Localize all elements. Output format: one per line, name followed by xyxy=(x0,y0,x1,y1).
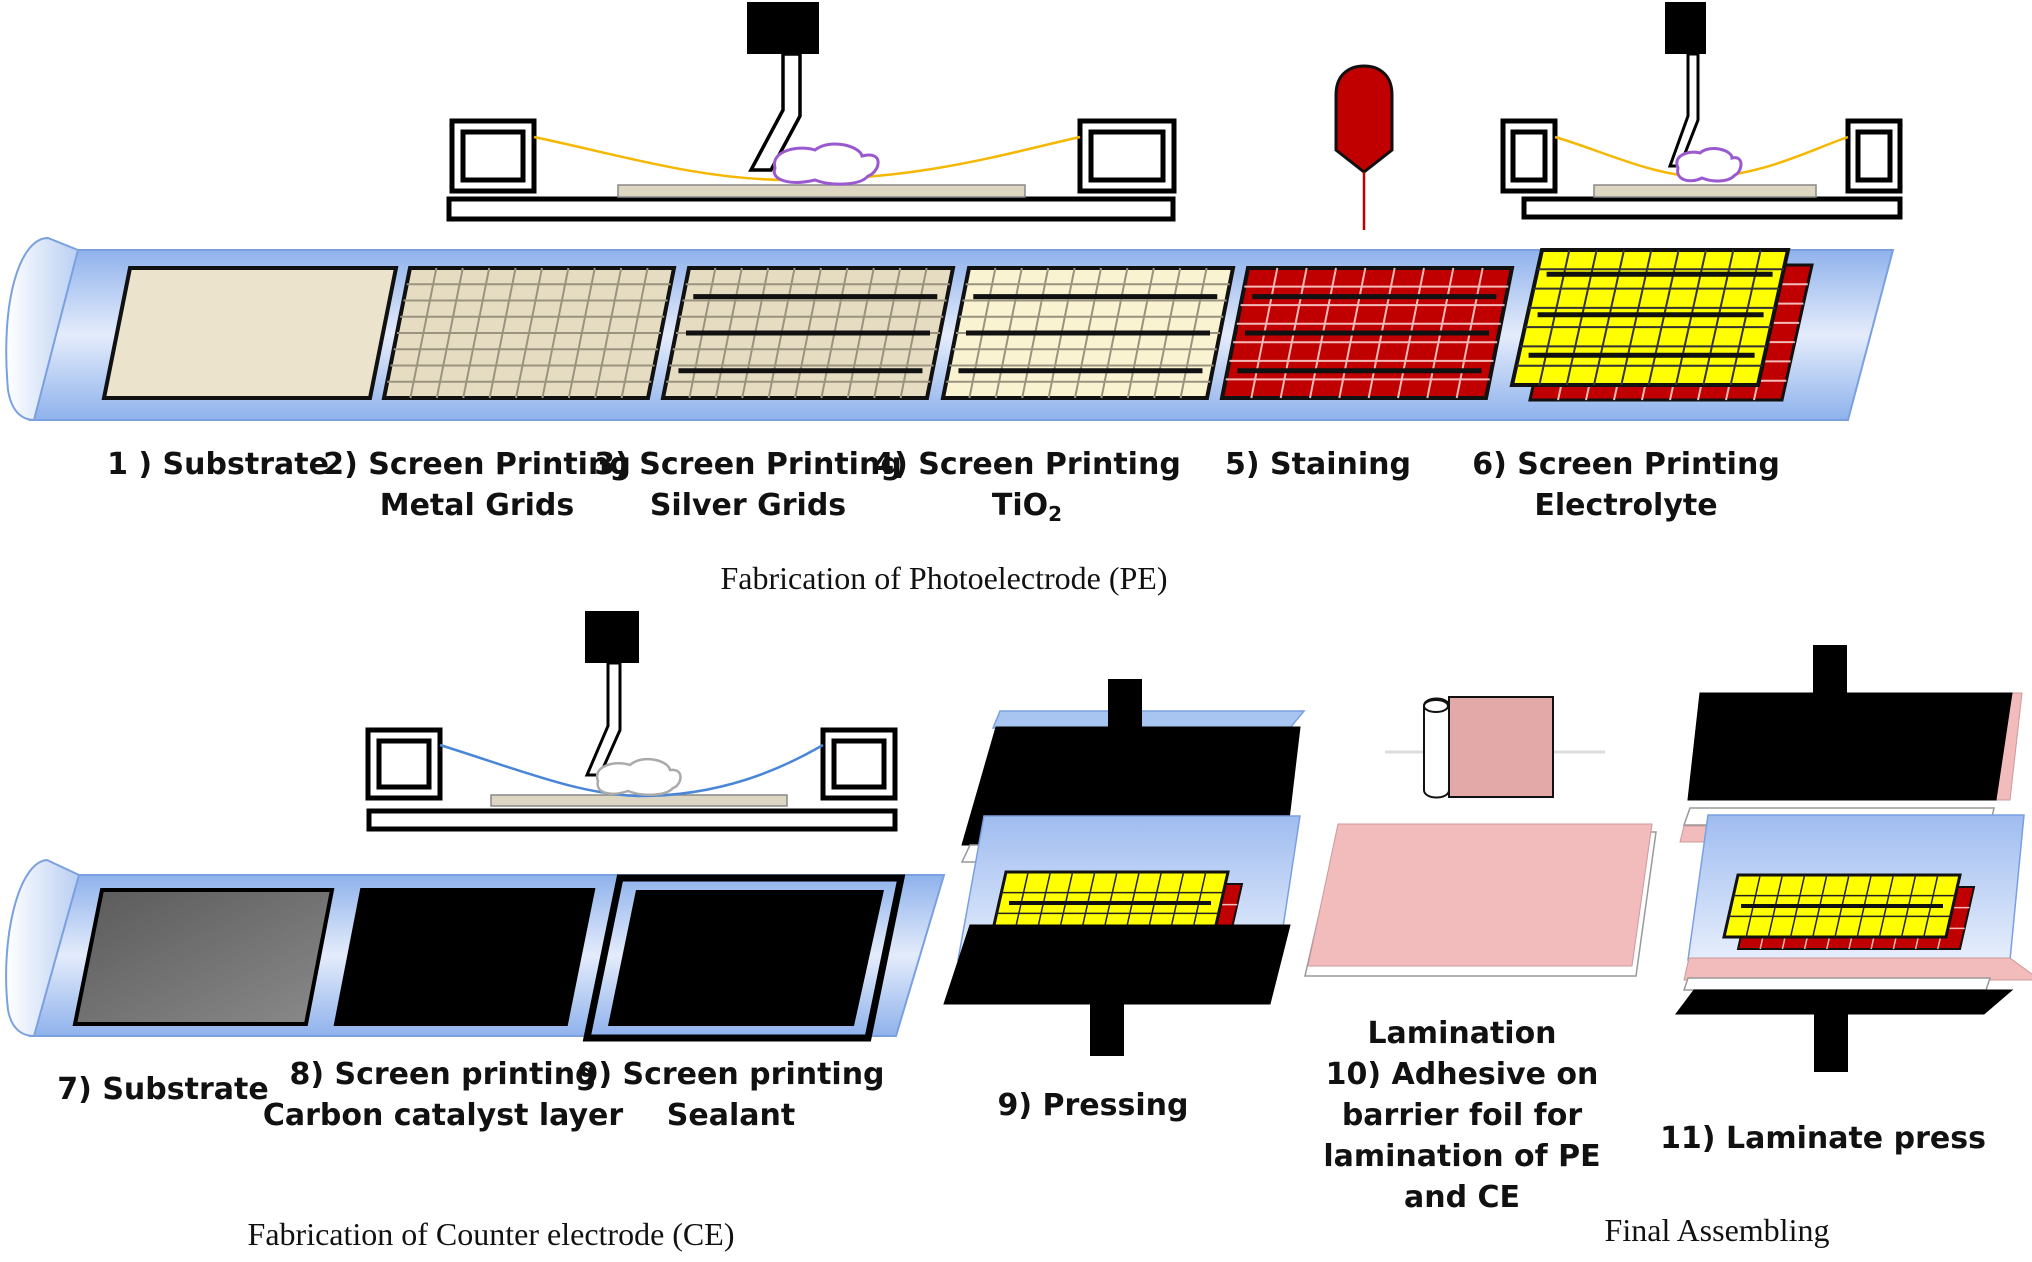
lamination-label: Lamination 10) Adhesive on barrier foil … xyxy=(1323,1016,1601,1215)
laminate-bottom-foil xyxy=(1683,957,2032,981)
press-top-blue-sheet xyxy=(991,710,1306,729)
ce-caption: Fabrication of Counter electrode (CE) xyxy=(247,1216,735,1252)
pressing-label: 9) Pressing xyxy=(997,1088,1189,1123)
pe-step-label-5: 5) Staining xyxy=(1225,447,1411,482)
press-bottom-ram xyxy=(1090,1004,1124,1056)
screen-printer-electrolyte xyxy=(1500,2,1903,220)
laminate-press-label: 11) Laminate press xyxy=(1660,1121,1986,1156)
substrate-panel xyxy=(101,266,399,400)
ce-web xyxy=(5,858,946,1042)
laminate-bottom-liner xyxy=(1682,977,1992,991)
pe-step-label-1: 1 ) Substrate xyxy=(107,447,329,482)
laminate-press-top-ram xyxy=(1813,645,1847,697)
dye-dropper xyxy=(1334,64,1394,230)
final-caption: Final Assembling xyxy=(1604,1212,1830,1248)
lamination-foil xyxy=(1304,696,1657,977)
press-top-ram xyxy=(1108,679,1142,727)
screen-printer-ce xyxy=(365,611,898,832)
ce-step-label-7: 7) Substrate xyxy=(57,1072,269,1107)
pe-caption: Fabrication of Photoelectrode (PE) xyxy=(720,560,1168,596)
laminate-bottom-plate xyxy=(1675,989,2014,1015)
laminate-press-assembly xyxy=(1675,645,2032,1072)
laminate-press-bottom-ram xyxy=(1814,1014,1848,1072)
press-assembly xyxy=(943,679,1306,1056)
screen-printer-pe xyxy=(446,2,1177,222)
laminate-top-plate xyxy=(1687,692,2013,801)
press-bottom-plate xyxy=(943,924,1291,1005)
